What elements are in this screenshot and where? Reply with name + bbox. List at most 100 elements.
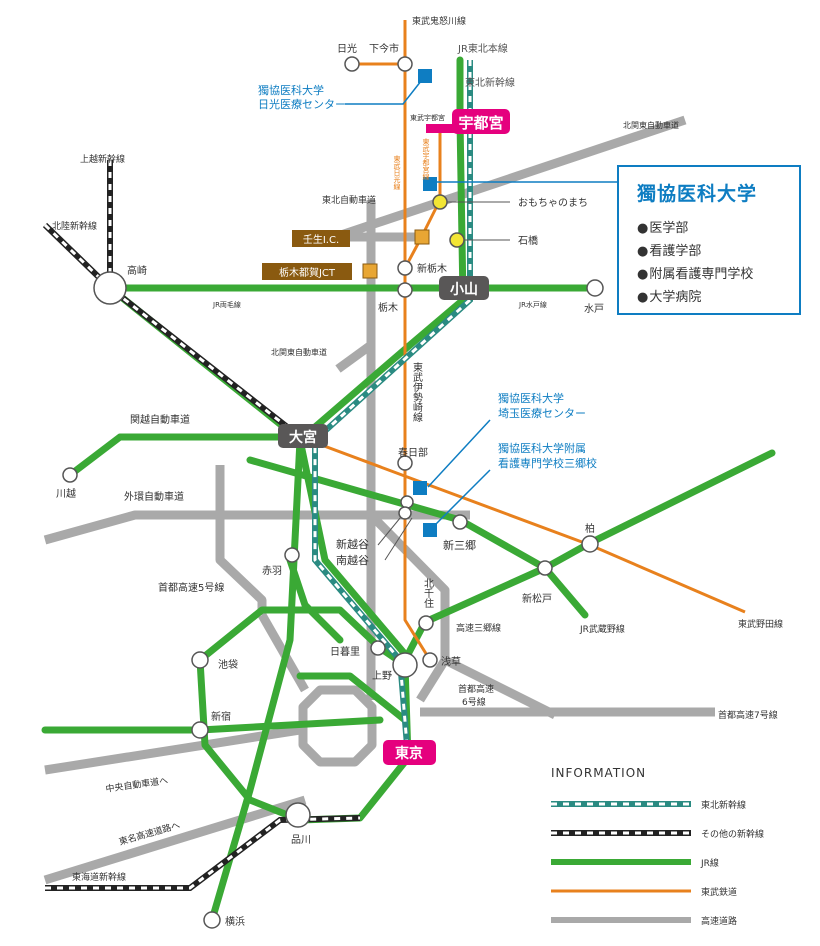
kawagoe-label: 川越 xyxy=(56,487,76,500)
asakusa-label: 浅草 xyxy=(441,655,461,668)
jr-musashino-line-label: JR武蔵野線 xyxy=(579,623,625,635)
utsunomiya-badge-tail xyxy=(426,124,460,133)
shinkoshigaya-label: 新越谷 xyxy=(336,537,369,551)
tokaido-shinkansen-label: 東海道新幹線 xyxy=(72,871,126,883)
shinmisato-station xyxy=(452,514,468,530)
ikebukuro-station xyxy=(191,651,209,669)
tohoku-shinkansen-label: 東北新幹線 xyxy=(465,76,515,89)
ueno-label: 上野 xyxy=(372,670,392,682)
chuo-expressway-label: 中央自動車道へ xyxy=(105,774,169,795)
legend-row-tobu: 東武鉄道 xyxy=(551,885,801,914)
asakusa-station xyxy=(422,652,438,668)
nikko-label: 日光 xyxy=(337,42,357,55)
omiya-badge xyxy=(278,424,328,448)
nippori-label: 日暮里 xyxy=(330,645,360,658)
mito-label: 水戸 xyxy=(584,303,604,315)
minamikoshigaya-station xyxy=(398,506,412,520)
shinmisato-label: 新三郷 xyxy=(443,538,476,552)
ic-markers xyxy=(362,229,430,279)
info-item-medicine: 医学部 xyxy=(637,217,753,240)
shinmatsudo-label: 新松戸 xyxy=(522,592,552,605)
info-box-title: 獨協医科大学 xyxy=(637,183,758,205)
hokuriku-shinkansen-label: 北陸新幹線 xyxy=(52,220,97,232)
jr-saikyo-line xyxy=(286,556,344,644)
utsunomiya-badge xyxy=(452,109,510,134)
omiya-label: 大宮 xyxy=(289,429,317,446)
shuto6-label-line2: 6号線 xyxy=(462,696,486,708)
shinagawa-label: 品川 xyxy=(291,834,311,846)
attraction-markers xyxy=(432,194,465,248)
shimoimaichi-station xyxy=(397,56,413,72)
legend-swatch-tohoku-shinkansen xyxy=(551,801,691,807)
jr-tohoku-line-label: JR東北本線 xyxy=(457,42,508,55)
legend-swatch-highway xyxy=(551,917,691,923)
shinjuku-label: 新宿 xyxy=(211,710,231,723)
kanetsu-link xyxy=(215,465,267,615)
hospital-saitama-marker xyxy=(413,481,427,495)
omocha-marker xyxy=(432,194,448,210)
shimoimaichi-label: 下今市 xyxy=(369,42,399,55)
tohoku-expressway-label: 東北自動車道 xyxy=(322,194,376,206)
kanetsu-expressway-label: 関越自動車道 xyxy=(130,413,190,426)
akabane-station xyxy=(284,547,300,563)
tobu-utsunomiya-label: 東武宇都宮 xyxy=(410,113,445,122)
info-box-list: 医学部 看護学部 附属看護専門学校 大学病院 xyxy=(637,217,753,309)
gaikan-expressway xyxy=(43,510,470,545)
legend-label-other-shinkansen: その他の新幹線 xyxy=(701,830,765,840)
hospital-nikko-line2: 日光医療センター xyxy=(258,97,346,111)
jr-kawagoe-line xyxy=(66,433,304,479)
legend: INFORMATION 東北新幹線 その他の新幹線 JR線 東武鉄道 高速道路 xyxy=(551,766,801,943)
yokohama-station xyxy=(203,911,221,929)
kita-kanto-expressway-top xyxy=(333,115,687,242)
c1-loop xyxy=(298,685,377,767)
kitasenju-station xyxy=(418,615,434,631)
shuto7-label: 首都高速7号線 xyxy=(718,709,778,721)
kita-kanto-top-label: 北関東自動車道 xyxy=(623,120,679,130)
kasukabe-station xyxy=(397,455,413,471)
yokohama-label: 横浜 xyxy=(225,915,245,928)
ic-labels: 壬生I.C. 栃木都賀JCT xyxy=(262,230,352,280)
shinjuku-station xyxy=(191,721,209,739)
tomei-expressway xyxy=(43,795,307,885)
tochigitsuga-jct-marker xyxy=(362,263,378,279)
minamikoshigaya-label: 南越谷 xyxy=(336,553,369,567)
major-station-badges: 宇都宮 小山 大宮 東京 xyxy=(278,109,510,765)
tokyo-badge xyxy=(383,740,436,765)
tochigitsuga-jct-label: 栃木都賀JCT xyxy=(279,266,336,279)
joetsu-shinkansen-label: 上越新幹線 xyxy=(80,153,125,165)
shintochigi-station xyxy=(397,260,413,276)
jr-musashino-south xyxy=(541,564,589,619)
line-labels: 東武鬼怒川線 JR東北本線 東北新幹線 北関東自動車道 上越新幹線 北陸新幹線 … xyxy=(52,15,783,883)
university-info-box: 獨協医科大学 医学部 看護学部 附属看護専門学校 大学病院 xyxy=(617,165,801,315)
tobu-utsunomiya-line-label: 東武宇都宮線 xyxy=(422,137,430,180)
hospital-markers xyxy=(413,69,437,537)
hospital-misato-marker xyxy=(423,523,437,537)
gaikan-expressway-label: 外環自動車道 xyxy=(124,490,184,503)
legend-row-other-shinkansen: その他の新幹線 xyxy=(551,827,801,856)
jr-tohoku-line xyxy=(208,56,467,924)
ishibashi-label: 石橋 xyxy=(518,234,538,247)
legend-label-tohoku-shinkansen: 東北新幹線 xyxy=(701,801,747,811)
hospital-saitama-line1: 獨協医科大学 xyxy=(498,391,564,405)
chuo-expressway xyxy=(44,725,301,775)
legend-swatch-jr xyxy=(551,859,691,865)
omocha-label: おもちゃのまち xyxy=(518,197,588,209)
kasukabe-label: 春日部 xyxy=(398,446,428,459)
mibu-ic-label: 壬生I.C. xyxy=(303,233,339,246)
info-item-nursing-school: 附属看護専門学校 xyxy=(637,263,753,286)
kitasenju-label: 北千住 xyxy=(422,578,434,608)
station-labels: 日光 下今市 東武宇都宮 新栃木 栃木 高崎 水戸 川越 春日部 新越谷 南越谷… xyxy=(56,42,604,928)
ishibashi-marker xyxy=(449,232,465,248)
hospital-nikko-marker xyxy=(418,69,432,83)
shuto6 xyxy=(416,657,449,703)
shinmatsudo-station xyxy=(537,560,553,576)
tobu-utsunomiya-line xyxy=(403,125,442,269)
jr-mito-line-label: JR水戸線 xyxy=(518,300,547,309)
tobu-nikko-line-label: 東武日光線 xyxy=(393,154,401,190)
nippori-station xyxy=(370,640,386,656)
legend-row-tohoku-shinkansen: 東北新幹線 xyxy=(551,798,801,827)
ueno-station xyxy=(392,652,418,678)
kashiwa-label: 柏 xyxy=(585,522,595,535)
kashiwa-station xyxy=(581,535,599,553)
